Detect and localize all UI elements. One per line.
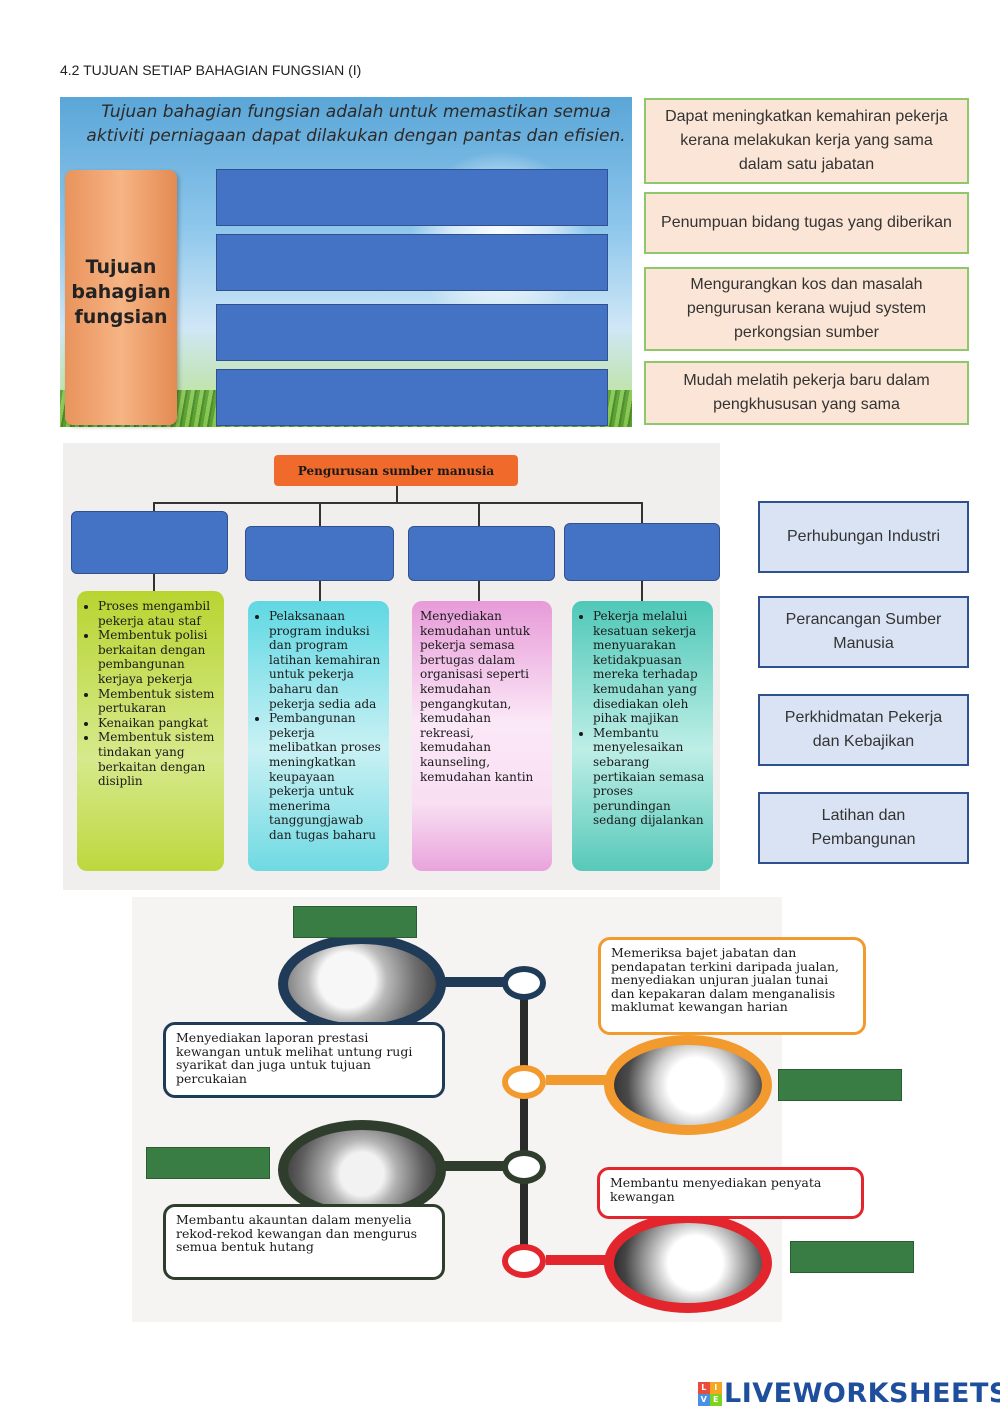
photo-documents bbox=[278, 934, 446, 1034]
connector-line bbox=[641, 580, 643, 602]
accounting-drop-slot-3[interactable] bbox=[146, 1147, 270, 1179]
hr-card-1-item: Membentuk polisi berkaitan dengan pemban… bbox=[98, 628, 218, 686]
connector-bar bbox=[546, 1075, 608, 1085]
connector-bar bbox=[440, 1161, 504, 1171]
timeline-node-2 bbox=[502, 1065, 546, 1099]
hr-card-2-item: Pembangunan pekerja melibatkan proses me… bbox=[269, 711, 383, 842]
hr-option-4[interactable]: Latihan dan Pembangunan bbox=[758, 792, 969, 864]
purpose-drop-slot-2[interactable] bbox=[216, 234, 608, 291]
purpose-option-1-text: Dapat meningkatkan kemahiran pekerja ker… bbox=[665, 108, 948, 173]
liveworksheets-logo-mark: L I V E bbox=[698, 1381, 722, 1406]
connector-bar bbox=[546, 1255, 608, 1265]
hr-option-3[interactable]: Perkhidmatan Pekerja dan Kebajikan bbox=[758, 694, 969, 766]
hr-option-4-text: Latihan dan Pembangunan bbox=[811, 807, 916, 848]
hr-card-4: Pekerja melalui kesatuan sekerja menyuar… bbox=[572, 601, 713, 871]
timeline-node-3 bbox=[502, 1150, 546, 1184]
connector-line bbox=[478, 502, 480, 526]
timeline-node-1 bbox=[502, 966, 546, 1000]
photo-statement bbox=[604, 1213, 772, 1313]
connector-line bbox=[641, 502, 643, 524]
accounting-text-4: Membantu akauntan dalam menyelia rekod-r… bbox=[163, 1204, 445, 1280]
purpose-pillar-label: Tujuan bahagian fungsian bbox=[71, 256, 171, 328]
hr-option-2-text: Perancangan Sumber Manusia bbox=[785, 611, 942, 652]
accounting-drop-slot-1[interactable] bbox=[293, 906, 417, 938]
connector-line bbox=[396, 486, 398, 503]
connector-line bbox=[153, 502, 155, 512]
purpose-option-3[interactable]: Mengurangkan kos dan masalah pengurusan … bbox=[644, 267, 969, 351]
photo-calculator bbox=[604, 1035, 772, 1135]
accounting-text-3: Membantu menyediakan penyata kewangan bbox=[597, 1167, 864, 1219]
purpose-drop-slot-3[interactable] bbox=[216, 304, 608, 361]
connector-line bbox=[478, 580, 480, 602]
accounting-drop-slot-4[interactable] bbox=[790, 1241, 914, 1273]
liveworksheets-logo: L I V E LIVEWORKSHEETS bbox=[698, 1378, 1000, 1409]
timeline-line bbox=[520, 985, 528, 1265]
logo-mark-letter: E bbox=[710, 1393, 722, 1406]
hr-card-1: Proses mengambil pekerja atau staf Membe… bbox=[77, 591, 224, 871]
hr-card-3: Menyediakan kemudahan untuk pekerja sema… bbox=[412, 601, 552, 871]
hr-card-1-item: Membentuk sistem pertukaran bbox=[98, 687, 218, 716]
timeline-node-4 bbox=[502, 1244, 546, 1278]
purpose-option-2[interactable]: Penumpuan bidang tugas yang diberikan bbox=[644, 192, 969, 254]
hr-card-2-item: Pelaksanaan program induksi dan program … bbox=[269, 609, 383, 711]
hr-option-1-text: Perhubungan Industri bbox=[787, 528, 940, 545]
accounting-text-2: Menyediakan laporan prestasi kewangan un… bbox=[163, 1022, 445, 1098]
purpose-option-2-text: Penumpuan bidang tugas yang diberikan bbox=[661, 214, 952, 231]
hr-card-1-item: Membentuk sistem tindakan yang berkaitan… bbox=[98, 730, 218, 788]
hr-drop-slot-1[interactable] bbox=[71, 511, 228, 574]
logo-mark-letter: V bbox=[698, 1393, 710, 1406]
hr-drop-slot-2[interactable] bbox=[245, 526, 394, 581]
hr-card-1-item: Proses mengambil pekerja atau staf bbox=[98, 599, 218, 628]
purpose-pillar bbox=[65, 170, 177, 425]
liveworksheets-logo-text: LIVEWORKSHEETS bbox=[724, 1378, 1000, 1409]
logo-mark-letter: L bbox=[698, 1381, 710, 1394]
hr-drop-slot-4[interactable] bbox=[564, 523, 720, 581]
connector-line bbox=[153, 574, 155, 591]
connector-line bbox=[153, 502, 642, 504]
hr-diagram-title: Pengurusan sumber manusia bbox=[274, 455, 518, 486]
purpose-option-4-text: Mudah melatih pekerja baru dalam pengkhu… bbox=[683, 372, 930, 413]
purpose-drop-slot-4[interactable] bbox=[216, 369, 608, 426]
hr-drop-slot-3[interactable] bbox=[408, 526, 555, 581]
purpose-option-3-text: Mengurangkan kos dan masalah pengurusan … bbox=[686, 276, 927, 341]
purpose-option-1[interactable]: Dapat meningkatkan kemahiran pekerja ker… bbox=[644, 98, 969, 184]
connector-bar bbox=[440, 977, 504, 987]
hr-card-3-text: Menyediakan kemudahan untuk pekerja sema… bbox=[420, 609, 534, 784]
purpose-intro-text: Tujuan bahagian fungsian adalah untuk me… bbox=[86, 102, 626, 146]
purpose-option-4[interactable]: Mudah melatih pekerja baru dalam pengkhu… bbox=[644, 361, 969, 425]
hr-card-1-item: Kenaikan pangkat bbox=[98, 716, 218, 731]
hr-option-2[interactable]: Perancangan Sumber Manusia bbox=[758, 596, 969, 668]
hr-card-4-item: Membantu menyelesaikan sebarang pertikai… bbox=[593, 726, 707, 828]
photo-writing bbox=[278, 1120, 446, 1220]
page-heading: 4.2 TUJUAN SETIAP BAHAGIAN FUNGSIAN (I) bbox=[60, 62, 362, 78]
hr-option-1[interactable]: Perhubungan Industri bbox=[758, 501, 969, 573]
hr-card-2: Pelaksanaan program induksi dan program … bbox=[248, 601, 389, 871]
logo-mark-letter: I bbox=[710, 1381, 722, 1394]
connector-line bbox=[319, 580, 321, 602]
accounting-drop-slot-2[interactable] bbox=[778, 1069, 902, 1101]
hr-option-3-text: Perkhidmatan Pekerja dan Kebajikan bbox=[784, 709, 943, 750]
accounting-text-1: Memeriksa bajet jabatan dan pendapatan t… bbox=[598, 937, 866, 1035]
purpose-drop-slot-1[interactable] bbox=[216, 169, 608, 226]
hr-card-4-item: Pekerja melalui kesatuan sekerja menyuar… bbox=[593, 609, 707, 726]
connector-line bbox=[319, 502, 321, 526]
